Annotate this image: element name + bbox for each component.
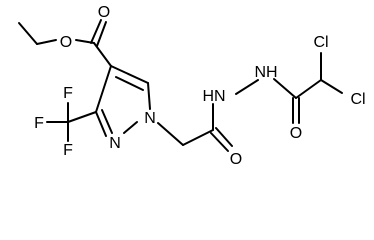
bond-ch3-ch2 [18,22,38,45]
bond-c4-c5-inner [115,76,144,91]
atom-f-left: F [34,115,44,132]
bond-carbonyl-o-double-a [90,19,102,44]
bond-nh-nh [235,79,259,95]
atom-f-bottom: F [63,142,73,159]
bond-n1-n2 [123,121,138,134]
bond-amide2-c-chcl2 [295,79,322,99]
atom-hydrazide-nh2: NH [254,64,277,81]
bond-amide-c-o-b [215,127,233,147]
atom-amide-o2: O [290,125,302,142]
atom-ring-n1: N [144,110,156,127]
bond-chcl2-cl-right [320,79,343,94]
bond-c3-c4 [95,65,112,113]
bond-carbonyl-o-double-b [96,21,107,47]
atom-amide-o1: O [230,151,242,168]
bond-ch2-o [36,39,57,45]
bond-amide-c-o-a [210,132,229,152]
atom-ring-n2: N [109,135,121,152]
bond-n2-c3-b [101,109,113,134]
bond-nh-amide2-c [273,78,297,99]
bond-n2-c3-a [95,111,107,137]
atom-ester-o-single: O [60,34,72,51]
atom-cl-top: Cl [313,34,328,51]
bond-n1-ch2 [157,122,184,146]
bond-c5-n1 [147,82,151,110]
atom-cl-right: Cl [350,91,365,108]
bond-c3-cf3 [67,111,97,123]
atom-hydrazide-nh1: HN [202,88,225,105]
bond-carbonyl-ring [93,42,112,67]
structure-svg: O O N N F F F O HN NH O Cl Cl [18,4,366,168]
molecule-diagram: O O N N F F F O HN NH O Cl Cl [18,4,366,168]
bond-c4-c5 [110,65,149,84]
bond-ch2-amide-c [182,129,214,146]
atom-f-top: F [63,85,73,102]
atom-ester-o-double: O [98,4,110,21]
